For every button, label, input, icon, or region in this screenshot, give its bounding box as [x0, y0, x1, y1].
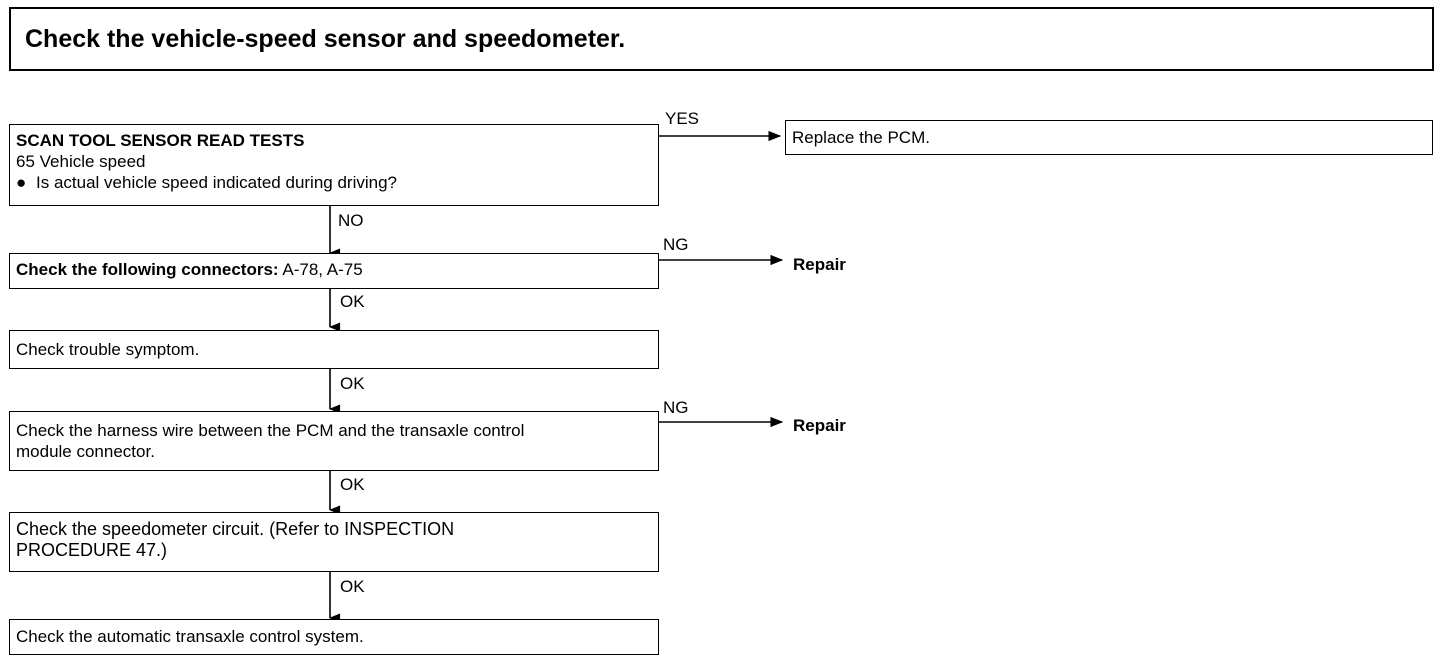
step-speedometer: Check the speedometer circuit. (Refer to… — [9, 512, 659, 572]
step-connectors: Check the following connectors: A-78, A-… — [9, 253, 659, 289]
step-scan-item: 65 Vehicle speed — [16, 152, 146, 171]
label-no: NO — [338, 211, 364, 230]
result-repair-2: Repair — [793, 416, 846, 435]
label-ng-1: NG — [663, 235, 689, 254]
step-harness-line2: module connector. — [16, 442, 155, 461]
label-ok-1: OK — [340, 292, 365, 311]
page-title: Check the vehicle-speed sensor and speed… — [9, 7, 1434, 71]
step-scan-heading: SCAN TOOL SENSOR READ TESTS — [16, 131, 305, 150]
label-ng-2: NG — [663, 398, 689, 417]
result-repair-1: Repair — [793, 255, 846, 274]
label-ok-4: OK — [340, 577, 365, 596]
step-speedometer-line1: Check the speedometer circuit. (Refer to… — [16, 519, 455, 539]
result-replace-pcm-text: Replace the PCM. — [792, 128, 930, 147]
step-speedometer-line2: PROCEDURE 47.) — [16, 540, 168, 560]
label-ok-3: OK — [340, 475, 365, 494]
label-yes: YES — [665, 109, 700, 128]
step-connectors-value: A-78, A-75 — [278, 260, 363, 279]
step-harness-line1: Check the harness wire between the PCM a… — [16, 421, 525, 440]
step-automatic-text: Check the automatic transaxle control sy… — [16, 627, 364, 646]
page-title-text: Check the vehicle-speed sensor and speed… — [25, 24, 626, 53]
step-automatic: Check the automatic transaxle control sy… — [9, 619, 659, 655]
bullet-icon: ● — [16, 173, 27, 192]
step-symptom-text: Check trouble symptom. — [16, 340, 200, 359]
step-scan-tool: SCAN TOOL SENSOR READ TESTS 65 Vehicle s… — [9, 124, 659, 206]
step-symptom: Check trouble symptom. — [9, 330, 659, 369]
step-scan-question-row: ● Is actual vehicle speed indicated durin… — [16, 172, 652, 193]
step-scan-question: Is actual vehicle speed indicated during… — [36, 173, 398, 192]
step-harness: Check the harness wire between the PCM a… — [9, 411, 659, 471]
result-replace-pcm: Replace the PCM. — [785, 120, 1433, 155]
label-ok-2: OK — [340, 374, 365, 393]
step-connectors-heading: Check the following connectors: — [16, 260, 279, 279]
